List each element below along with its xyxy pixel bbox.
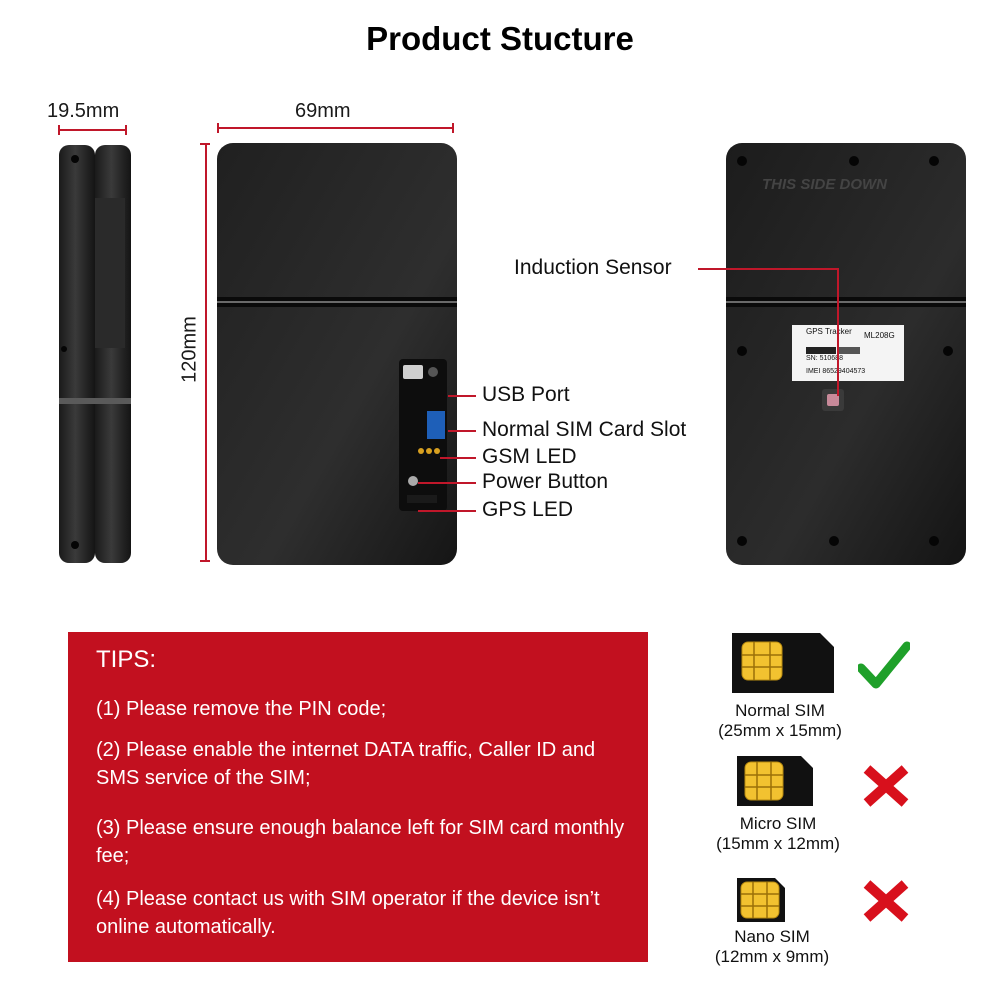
width-label: 69mm: [295, 100, 351, 122]
thickness-dim-line: [59, 129, 127, 131]
page-title: Product Stucture: [366, 20, 634, 57]
height-tick-top: [200, 143, 210, 145]
device-front-view: [217, 143, 457, 565]
embossed-text: THIS SIDE DOWN: [762, 176, 888, 193]
usb-port-label: USB Port: [482, 383, 570, 406]
micro-sim-size: (15mm x 12mm): [716, 834, 840, 853]
induction-sensor-leader-v: [837, 268, 839, 396]
check-icon: [858, 641, 910, 689]
micro-sim-name: Micro SIM: [739, 814, 817, 833]
gps-led-leader: [418, 510, 476, 512]
tip-item-1: (1) Please remove the PIN code;: [96, 698, 387, 720]
gps-led-label: GPS LED: [482, 498, 574, 521]
power-button-label: Power Button: [482, 470, 609, 493]
nano-sim-card: [737, 878, 785, 922]
device-back-view: [726, 143, 966, 565]
normal-sim-size: (25mm x 15mm): [718, 721, 842, 740]
height-dim-line: [205, 143, 207, 562]
width-dim-line: [218, 127, 454, 129]
usb-port-leader: [448, 395, 476, 397]
induction-sensor-leader-h: [698, 268, 838, 270]
width-tick-left: [217, 123, 219, 133]
sim-slot-label: Normal SIM Card Slot: [482, 418, 687, 441]
gsm-led-label: GSM LED: [482, 445, 577, 468]
thickness-label: 19.5mm: [47, 100, 120, 122]
label-sn: SN: 510688: [806, 355, 843, 362]
tips-heading: TIPS:: [96, 646, 157, 673]
label-line1: GPS Tracker: [806, 327, 852, 336]
nano-sim-name: Nano SIM: [734, 927, 810, 946]
induction-sensor-label: Induction Sensor: [514, 256, 672, 279]
height-label: 120mm: [178, 316, 201, 383]
tips-panel: [68, 632, 648, 962]
device-side-view: [59, 145, 131, 563]
tip-item-4: (4) Please contact us with SIM operator …: [96, 888, 600, 938]
thickness-tick-right: [125, 125, 127, 135]
normal-sim-card: [732, 633, 834, 693]
thickness-tick-left: [58, 125, 60, 135]
sim-slot-leader: [448, 430, 476, 432]
gsm-led-leader: [440, 457, 476, 459]
nano-sim-size: (12mm x 9mm): [714, 947, 830, 966]
power-button-leader: [418, 482, 476, 484]
micro-sim-card: [737, 756, 813, 806]
cross-icon: [863, 765, 909, 807]
cross-icon: [863, 880, 909, 922]
normal-sim-name: Normal SIM: [735, 701, 825, 720]
height-tick-bottom: [200, 560, 210, 562]
label-imei: IMEI 86529404573: [806, 368, 866, 375]
width-tick-right: [452, 123, 454, 133]
label-model: ML208G: [864, 331, 895, 340]
tip-item-2: (2) Please enable the internet DATA traf…: [96, 739, 596, 789]
tip-item-3: (3) Please ensure enough balance left fo…: [96, 817, 625, 867]
